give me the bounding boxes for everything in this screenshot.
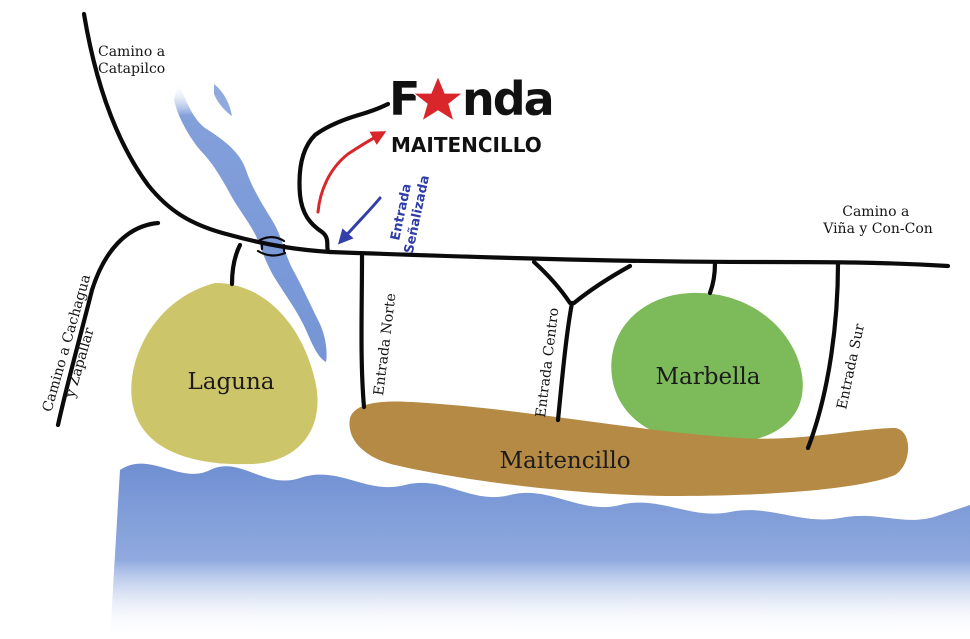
road-main (327, 249, 951, 269)
fonda-logo: F nda MAITENCILLO (388, 71, 555, 158)
road-entrada-sur (805, 260, 841, 451)
red-curved-arrow-icon (316, 131, 387, 214)
road-entrada-norte (359, 253, 367, 410)
label-entrada-sur: Entrada Sur (834, 322, 868, 411)
road-catapilco (81, 11, 333, 255)
marbella-area (611, 292, 803, 445)
road-entrada-centro (555, 300, 575, 423)
label-catapilco: Camino a Catapilco (98, 44, 170, 77)
sea (110, 463, 970, 639)
logo-letter-f: F (389, 72, 418, 126)
logo-word-maitencillo: MAITENCILLO (391, 133, 542, 157)
river (174, 82, 327, 362)
label-laguna: Laguna (187, 369, 274, 395)
road-marbella-branch (707, 260, 718, 296)
label-entrada-senalizada: Entrada Señalizada (386, 171, 433, 255)
laguna-area (131, 283, 318, 465)
maitencillo-area (349, 401, 909, 496)
label-entrada-norte: Entrada Norte (371, 292, 399, 396)
label-vina: Camino a Viña y Con-Con (822, 204, 933, 237)
label-marbella: Marbella (655, 364, 760, 390)
label-maitencillo: Maitencillo (499, 448, 630, 474)
road-entrada-centro-left (531, 259, 573, 306)
road-cachagua (55, 220, 161, 428)
road-laguna-branch (229, 242, 243, 287)
logo-word-nda: nda (462, 72, 553, 126)
road-entrada-centro-right (571, 263, 633, 306)
bridge-icon (256, 236, 287, 257)
road-fonda-loop (297, 101, 391, 254)
river-source (214, 84, 232, 116)
blue-arrow-icon (337, 196, 382, 245)
star-icon (411, 74, 465, 123)
